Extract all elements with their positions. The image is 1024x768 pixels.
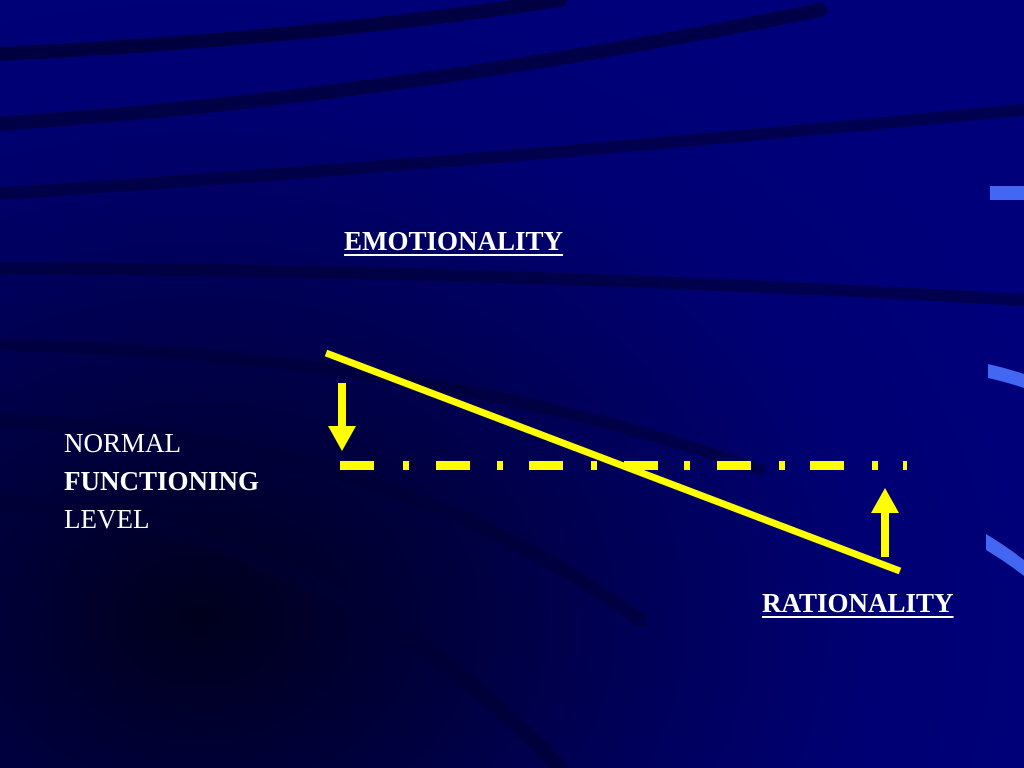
level-label-line-3: LEVEL xyxy=(64,504,150,534)
normal-functioning-level-label: NORMAL FUNCTIONING LEVEL xyxy=(64,424,259,538)
emotion-rationality-line xyxy=(324,349,902,575)
rationality-label: RATIONALITY xyxy=(762,588,954,618)
side-tab xyxy=(986,534,1024,576)
level-label-line-1: NORMAL xyxy=(64,428,182,458)
side-tab xyxy=(988,364,1024,388)
emotionality-label: EMOTIONALITY xyxy=(344,226,564,256)
level-label-line-2: FUNCTIONING xyxy=(64,466,260,496)
arrow-down-icon xyxy=(328,383,356,451)
arrow-up-icon xyxy=(871,488,899,557)
side-tab xyxy=(990,186,1024,200)
normal-level-line xyxy=(340,461,907,470)
